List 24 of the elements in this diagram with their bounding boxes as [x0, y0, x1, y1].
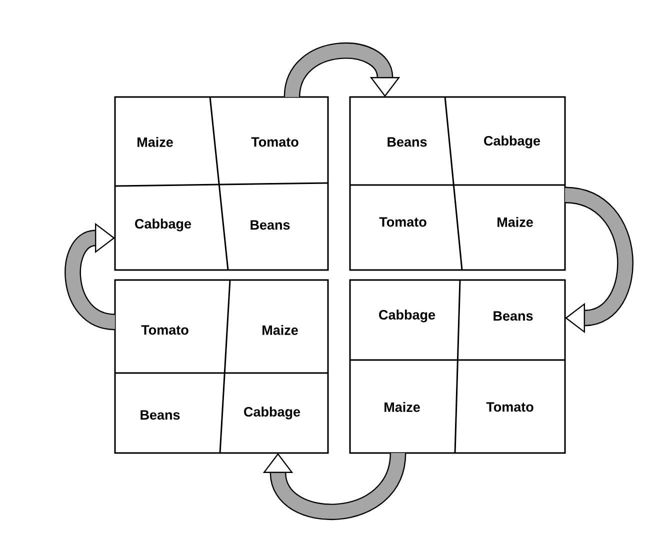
field-box	[114, 96, 329, 271]
plot-label: Beans	[388, 137, 427, 147]
plot-label: Tomato	[379, 217, 426, 227]
field-box	[114, 279, 329, 454]
plot-label: Tomato	[486, 402, 534, 412]
plot-label: Beans	[140, 410, 180, 420]
plot-label: Maize	[262, 325, 298, 335]
plot-label: Tomato	[251, 137, 298, 147]
plot-label: Beans	[494, 311, 533, 321]
field-box	[349, 279, 566, 454]
plot-label: Beans	[250, 220, 290, 230]
plot-label: Cabbage	[379, 310, 436, 322]
plot-label: Cabbage	[244, 406, 300, 420]
curved-arrow	[64, 222, 116, 330]
field-box	[349, 96, 566, 271]
plot-label: Maize	[384, 402, 420, 412]
plot-label: Maize	[498, 217, 533, 227]
plot-label: Maize	[138, 137, 173, 147]
curved-arrow	[262, 452, 406, 520]
plot-label: Tomato	[141, 325, 188, 335]
curved-arrow	[564, 186, 634, 334]
curved-arrow	[284, 42, 400, 98]
plot-label: Cabbage	[484, 136, 540, 148]
plot-label: Cabbage	[135, 218, 192, 232]
